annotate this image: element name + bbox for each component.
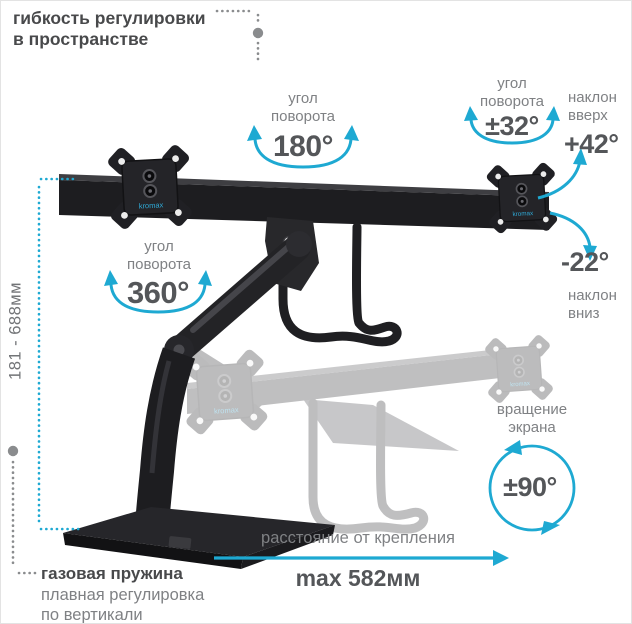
gas-spring-title: газовая пружина xyxy=(41,564,183,583)
mount-distance-value: max 582мм xyxy=(295,565,421,591)
base-front xyxy=(63,533,243,569)
tilt-up-value: +42° xyxy=(564,129,619,159)
gas-spring-arm xyxy=(167,234,311,363)
crossbar-swivel-label: угол поворота xyxy=(270,90,336,125)
crossbar-swivel-value: 180° xyxy=(272,130,334,163)
rotation-arc-32 xyxy=(464,106,560,145)
crossbar-top xyxy=(59,174,549,197)
arm-swivel-label: угол поворота xyxy=(126,238,192,273)
vesa-swivel-label: угол поворота xyxy=(479,75,545,110)
vesa-swivel-value: ±32° xyxy=(485,111,539,141)
page-title-line1: гибкость регулировки xyxy=(13,8,206,28)
ghost-cable-hook xyxy=(308,398,429,534)
page-title-line2: в пространстве xyxy=(13,29,149,49)
arm-swivel-value: 360° xyxy=(126,275,190,310)
distance-arrow xyxy=(214,550,509,566)
cable-hook xyxy=(278,222,402,347)
tilt-up-arrow xyxy=(537,148,587,200)
rotation-arc-180 xyxy=(247,125,359,169)
tilt-down-value: -22° xyxy=(561,247,609,277)
screen-rotation-value: ±90° xyxy=(503,472,557,502)
ghost-arm-lowered xyxy=(171,331,557,534)
height-bracket-dotted xyxy=(37,177,81,531)
screen-rotation-label: вращение экрана xyxy=(496,401,568,436)
rotation-arc-360 xyxy=(104,270,212,314)
page-title: гибкость регулировки в пространстве xyxy=(13,8,206,50)
tilt-down-label: наклон вниз xyxy=(568,287,617,322)
tilt-down-arrow xyxy=(549,211,597,261)
screen-rotation-circle xyxy=(488,440,576,535)
post xyxy=(136,347,196,515)
mount-distance-label: расстояние от крепления xyxy=(261,529,455,547)
gas-spring-desc: плавная регулировка по вертикали xyxy=(41,586,205,624)
height-range-value: 181 - 688мм xyxy=(6,282,25,380)
title-connector-dotted xyxy=(215,9,264,61)
base-top xyxy=(63,507,335,557)
tilt-up-label: наклон вверх xyxy=(568,89,617,124)
gas-spring-connector-dotted xyxy=(7,445,39,575)
